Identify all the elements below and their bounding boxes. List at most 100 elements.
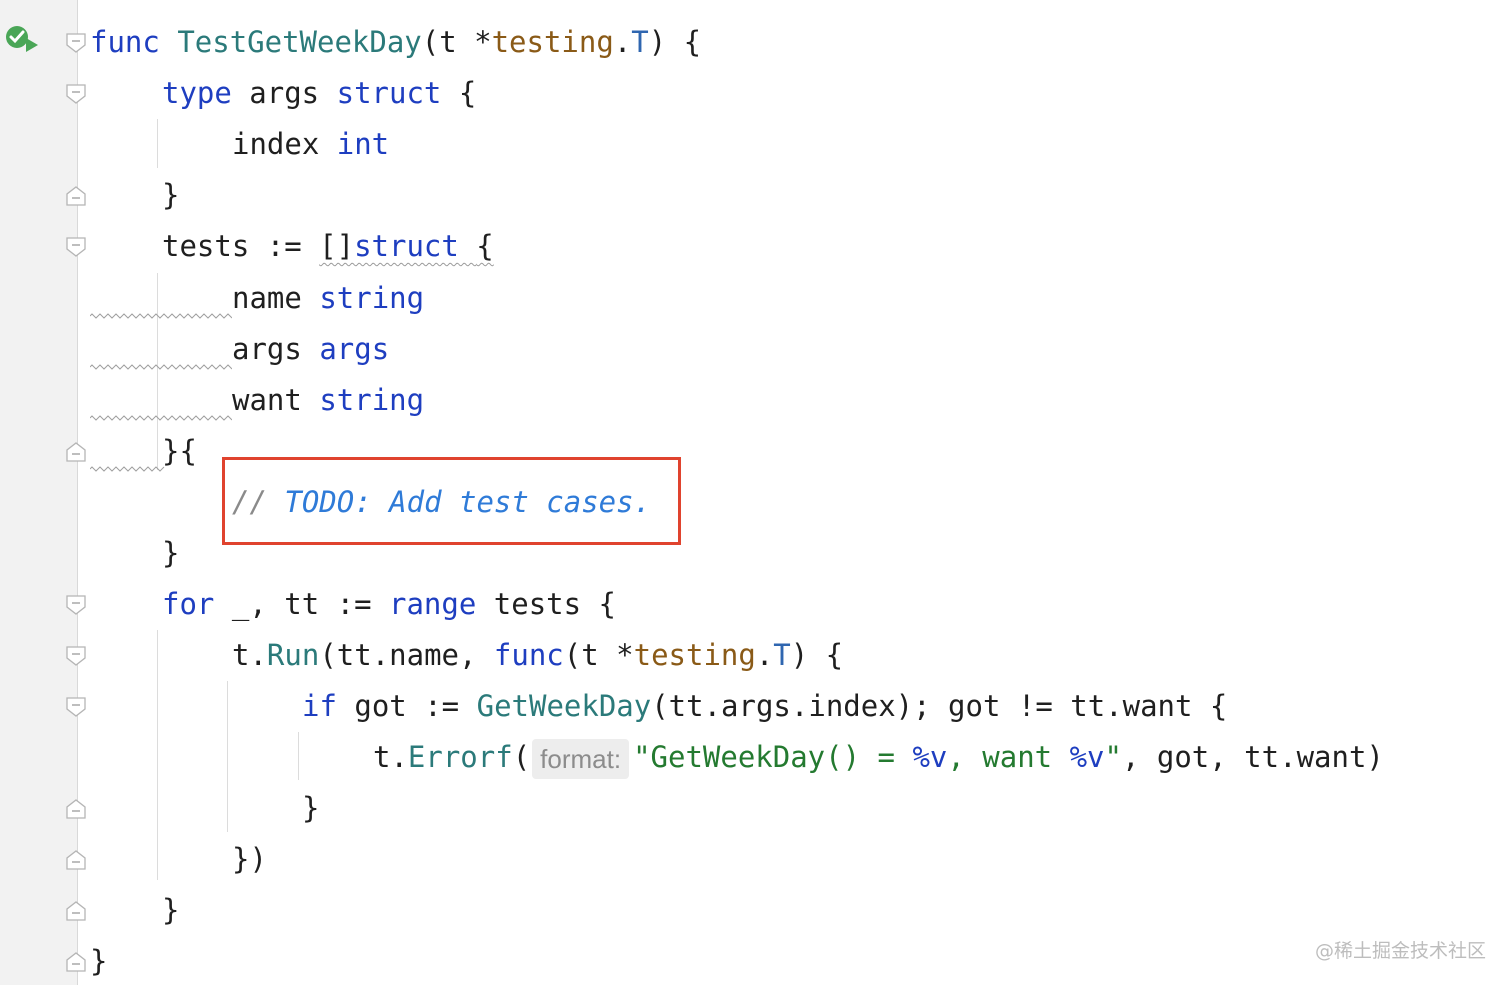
code-token: %v xyxy=(912,740,948,774)
code-token: args xyxy=(319,332,390,366)
code-line[interactable]: tests := []struct { xyxy=(162,221,494,272)
parameter-hint: format: xyxy=(532,739,630,779)
fold-marker-icon[interactable] xyxy=(66,84,86,104)
code-token: , want xyxy=(947,740,1070,774)
code-token: func xyxy=(90,25,160,59)
code-line[interactable]: if got := GetWeekDay(tt.args.index); got… xyxy=(302,681,1227,732)
fold-marker-icon[interactable] xyxy=(66,595,86,615)
code-token: want xyxy=(232,383,320,417)
code-token: { xyxy=(441,76,477,110)
code-token: "GetWeekDay() = xyxy=(633,740,913,774)
code-token: }) xyxy=(232,842,267,876)
code-comment: TODO: Add test cases. xyxy=(284,485,652,519)
code-token: [] xyxy=(319,229,355,263)
code-token: } xyxy=(162,536,180,570)
code-token: (t * xyxy=(421,25,492,59)
code-token: func xyxy=(493,638,564,672)
code-token: tests { xyxy=(476,587,616,621)
code-token: GetWeekDay xyxy=(476,689,652,723)
code-token: testing xyxy=(633,638,756,672)
code-line[interactable]: for _, tt := range tests { xyxy=(162,579,616,630)
code-token xyxy=(160,25,177,59)
code-token xyxy=(459,229,476,263)
code-token: . xyxy=(755,638,774,672)
fold-marker-icon[interactable] xyxy=(66,901,86,921)
code-token: name xyxy=(232,281,320,315)
code-comment: // xyxy=(232,485,285,519)
code-token: (tt.args.index); got != tt.want { xyxy=(651,689,1228,723)
code-token: { xyxy=(476,229,494,263)
code-line[interactable]: // TODO: Add test cases. xyxy=(232,477,651,528)
code-token: args xyxy=(231,76,337,110)
code-token: string xyxy=(319,281,425,315)
run-test-icon[interactable] xyxy=(4,24,40,56)
code-token: } xyxy=(302,791,320,825)
code-token: for xyxy=(162,587,215,621)
code-token: type xyxy=(162,76,232,110)
code-token: t. xyxy=(373,740,408,774)
code-token: int xyxy=(336,127,390,161)
code-line[interactable]: func TestGetWeekDay(t *testing.T) { xyxy=(90,17,701,68)
fold-marker-icon[interactable] xyxy=(66,952,86,972)
code-token: Errorf xyxy=(407,740,513,774)
code-token: ) { xyxy=(790,638,844,672)
code-token: _, tt := xyxy=(214,587,389,621)
warning-underline xyxy=(90,415,232,421)
code-token: struct xyxy=(336,76,442,110)
code-token: struct xyxy=(354,229,459,263)
code-token: }{ xyxy=(162,434,197,468)
code-line[interactable]: } xyxy=(302,783,319,834)
warning-underline xyxy=(90,313,232,319)
code-token: } xyxy=(162,893,180,927)
code-line[interactable]: type args struct { xyxy=(162,68,476,119)
indent-guide xyxy=(157,630,158,880)
code-token: " xyxy=(1104,740,1122,774)
fold-marker-icon[interactable] xyxy=(66,442,86,462)
fold-marker-icon[interactable] xyxy=(66,237,86,257)
code-line[interactable]: t.Run(tt.name, func(t *testing.T) { xyxy=(232,630,843,681)
indent-guide xyxy=(227,681,228,832)
fold-marker-icon[interactable] xyxy=(66,186,86,206)
code-token: %v xyxy=(1069,740,1105,774)
code-line[interactable]: name string xyxy=(232,273,424,324)
code-token: t. xyxy=(232,638,267,672)
code-line[interactable]: want string xyxy=(232,375,424,426)
code-token: got := xyxy=(336,689,477,723)
todo-highlight-box xyxy=(222,457,681,545)
code-token: ) { xyxy=(648,25,702,59)
code-line[interactable]: } xyxy=(162,885,179,936)
code-token: . xyxy=(613,25,632,59)
code-token: range xyxy=(389,587,477,621)
code-token: string xyxy=(319,383,425,417)
code-token: if xyxy=(302,689,337,723)
fold-marker-icon[interactable] xyxy=(66,646,86,666)
warning-underline xyxy=(90,466,165,472)
code-line[interactable]: } xyxy=(162,170,179,221)
code-line[interactable]: }) xyxy=(232,834,267,885)
code-token: args xyxy=(232,332,320,366)
code-token: index xyxy=(232,127,337,161)
code-token: T xyxy=(773,638,791,672)
code-token: ( xyxy=(512,740,531,774)
code-line[interactable]: index int xyxy=(232,119,389,170)
editor-gutter xyxy=(0,0,78,985)
code-line[interactable]: }{ xyxy=(162,426,197,477)
code-token: T xyxy=(631,25,649,59)
code-token: tests := xyxy=(162,229,320,263)
code-token: , got, tt.want) xyxy=(1121,740,1384,774)
code-line[interactable]: } xyxy=(162,528,179,579)
code-line[interactable]: args args xyxy=(232,324,389,375)
warning-underline xyxy=(90,364,232,370)
watermark: @稀土掘金技术社区 xyxy=(1314,940,1486,962)
code-token: (t * xyxy=(563,638,634,672)
fold-marker-icon[interactable] xyxy=(66,799,86,819)
code-line[interactable]: } xyxy=(90,936,107,987)
code-token: (tt.name, xyxy=(319,638,494,672)
fold-marker-icon[interactable] xyxy=(66,850,86,870)
indent-guide xyxy=(157,119,158,168)
fold-marker-icon[interactable] xyxy=(66,33,86,53)
code-token: } xyxy=(162,178,180,212)
fold-marker-icon[interactable] xyxy=(66,697,86,717)
code-token: TestGetWeekDay xyxy=(177,25,422,59)
code-line[interactable]: t.Errorf(format:"GetWeekDay() = %v, want… xyxy=(373,732,1384,783)
